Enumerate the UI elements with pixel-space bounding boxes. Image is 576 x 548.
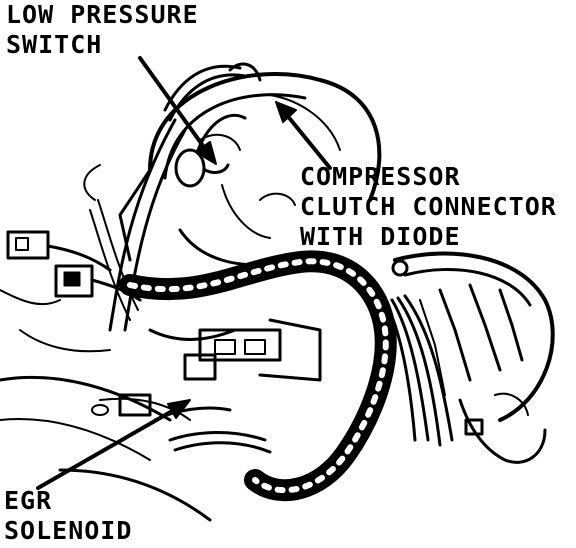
left-connectors — [0, 230, 142, 353]
arrow-to-low-pressure-switch — [138, 56, 217, 165]
compressor-clutch-connector-label-line-2: CLUTCH CONNECTOR — [300, 192, 557, 221]
egr-solenoid-label-line-1: EGR — [4, 486, 53, 515]
egr-solenoid-label-line-2: SOLENOID — [4, 516, 133, 545]
low-pressure-switch-label-line-2: SWITCH — [6, 30, 103, 59]
arrow-to-egr-solenoid — [36, 399, 191, 490]
pointer-arrows — [36, 56, 332, 490]
compressor-clutch-connector-label-line-1: COMPRESSOR — [300, 162, 461, 191]
lower-engine-housing — [0, 375, 212, 522]
arrow-to-clutch-connector — [275, 101, 332, 170]
center-components — [118, 318, 322, 454]
low-pressure-switch-label: LOW PRESSURE SWITCH — [6, 0, 199, 60]
compressor-clutch-connector-label-line-3: WITH DIODE — [300, 222, 461, 251]
low-pressure-switch-label-line-1: LOW PRESSURE — [6, 0, 199, 29]
main-wiring-harness — [119, 250, 397, 502]
compressor-clutch-connector-label: COMPRESSOR CLUTCH CONNECTOR WITH DIODE — [300, 162, 557, 252]
egr-solenoid-label: EGR SOLENOID — [4, 486, 132, 546]
compressor-clutch-assembly — [383, 251, 555, 464]
